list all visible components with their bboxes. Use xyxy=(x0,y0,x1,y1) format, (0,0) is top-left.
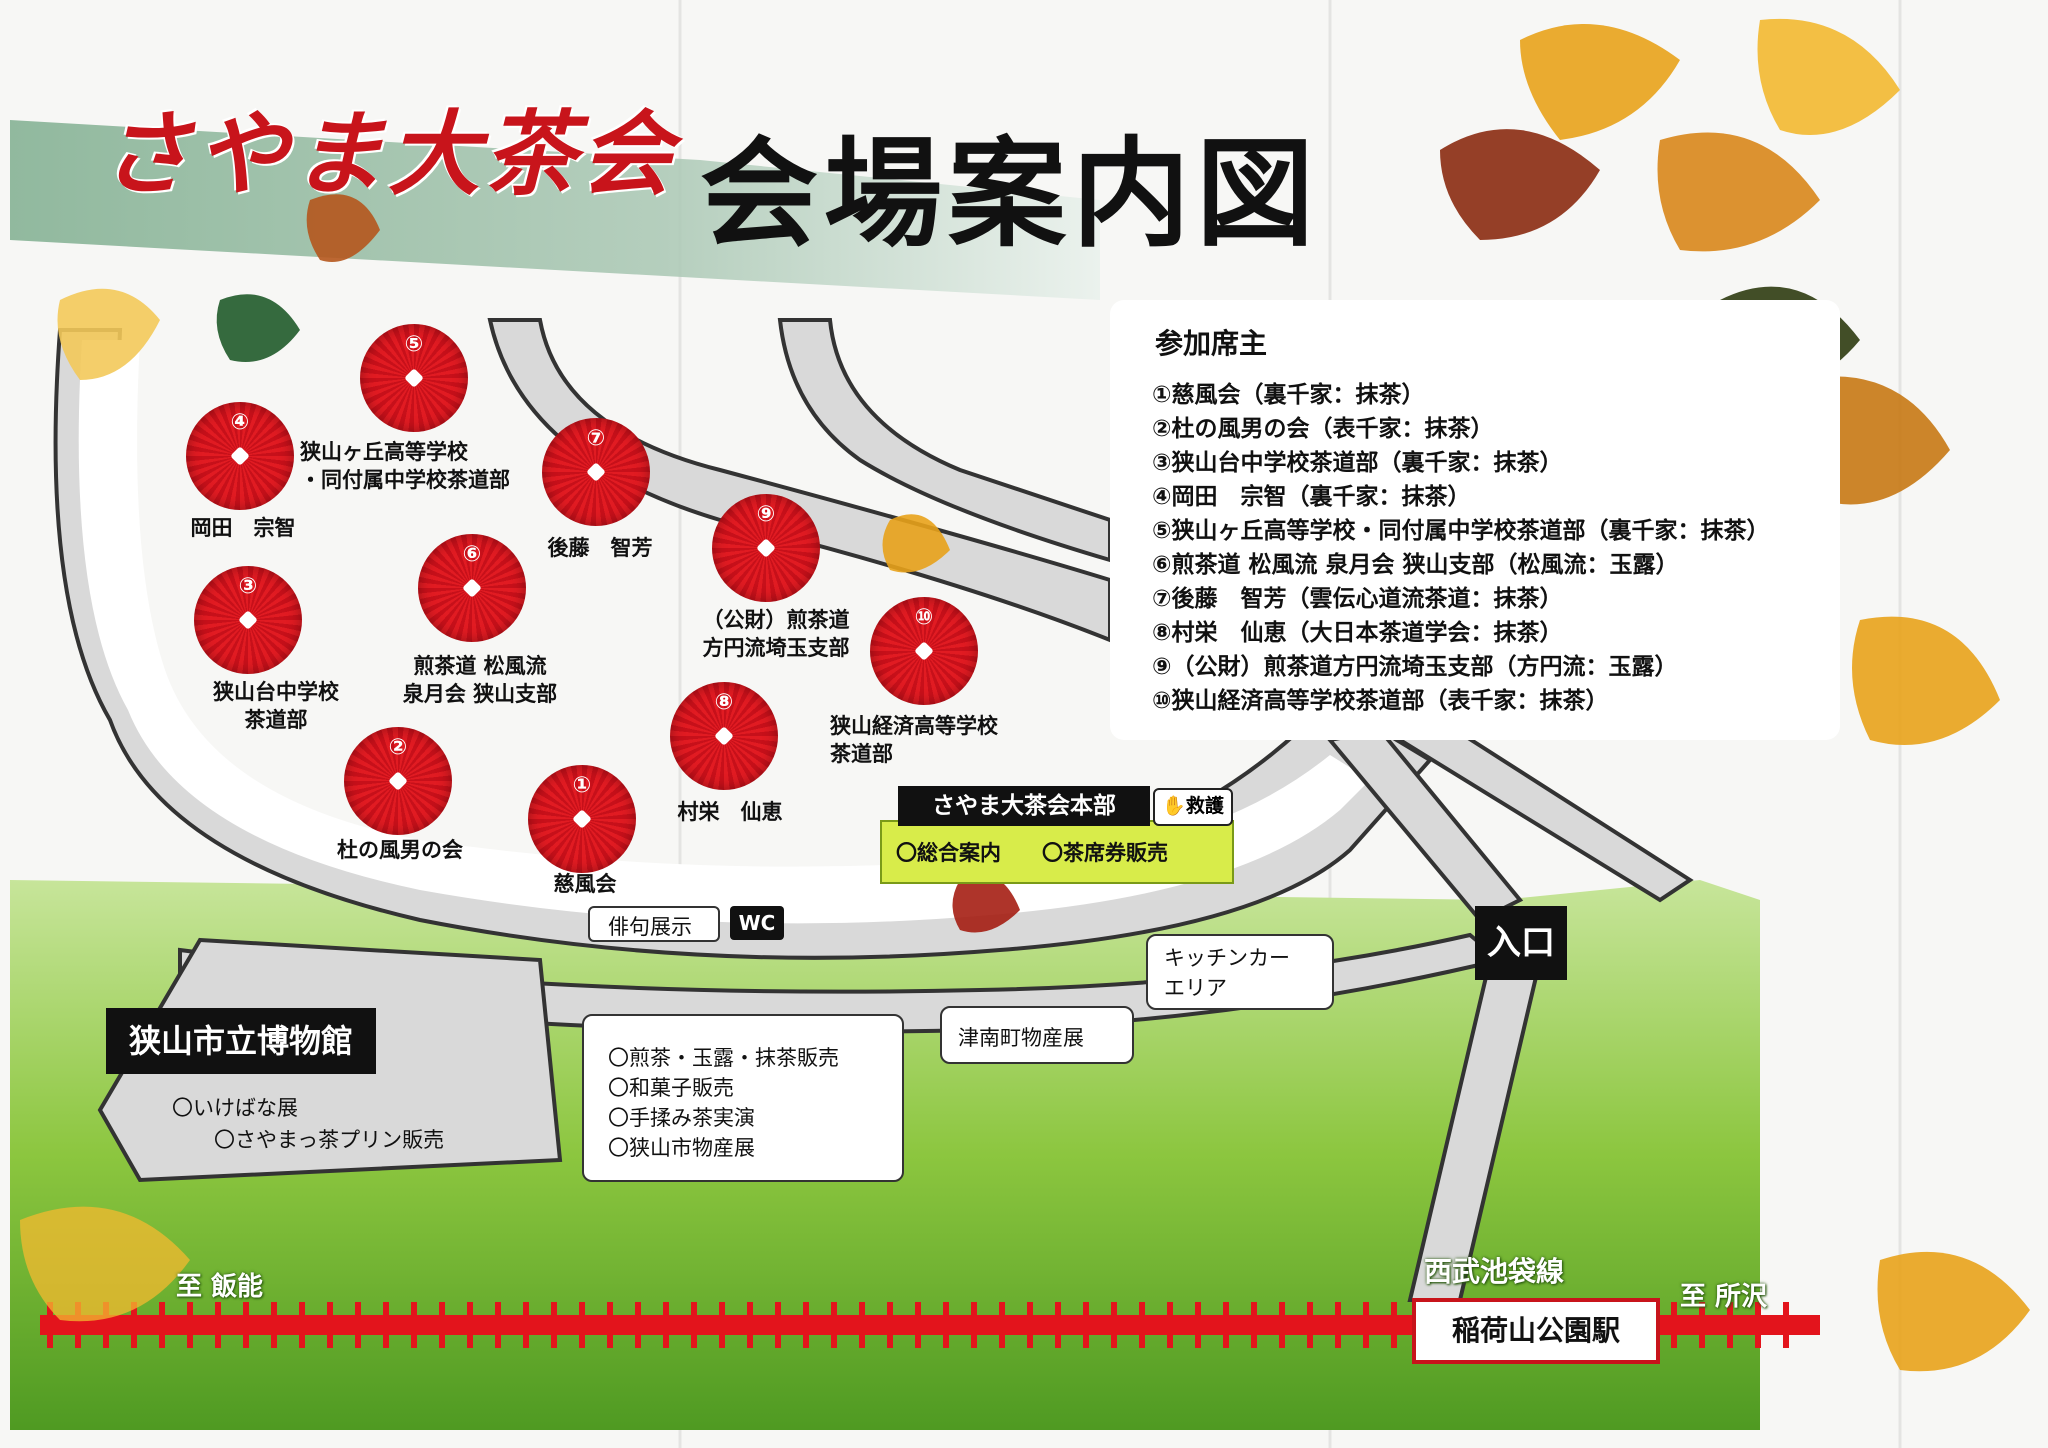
haiku-exhibit-box[interactable]: 俳句展示 xyxy=(588,906,720,942)
host-label-line: 茶道部 xyxy=(830,742,893,766)
station-sign[interactable]: 稲荷山公園駅 xyxy=(1412,1298,1660,1364)
host-item: ⑤狭山ヶ丘高等学校・同付属中学校茶道部（裏千家：抹茶） xyxy=(1152,518,1770,544)
parasol-4[interactable]: ④ xyxy=(186,402,294,510)
parasol-number: ⑨ xyxy=(756,502,776,527)
kitchen-car-box[interactable]: キッチンカー エリア xyxy=(1146,934,1334,1010)
parasol-number: ② xyxy=(388,735,408,760)
parasol-8[interactable]: ⑧ xyxy=(670,682,778,790)
wc-icon[interactable]: WC xyxy=(730,906,784,940)
parasol-hub-icon xyxy=(714,726,734,746)
parasol-hub-icon xyxy=(756,538,776,558)
parasol-hub-icon xyxy=(388,771,408,791)
parasol-number: ⑩ xyxy=(914,605,934,630)
host-item: ⑨（公財）煎茶道方円流埼玉支部（方円流：玉露） xyxy=(1152,654,1678,680)
host-label-4: 岡田 宗智 xyxy=(168,514,318,542)
host-label-10: 狭山経済高等学校茶道部 xyxy=(830,712,998,768)
parasol-5[interactable]: ⑤ xyxy=(360,324,468,432)
hosts-heading: 参加席主 xyxy=(1155,327,1268,360)
parasol-hub-icon xyxy=(404,368,424,388)
event-title: さやま大茶会 xyxy=(100,100,677,208)
host-label-1: 慈風会 xyxy=(520,870,650,898)
host-label-line: 狭山台中学校 xyxy=(213,680,339,704)
railway-line-name: 西武池袋線 xyxy=(1424,1255,1565,1288)
tsunan-booth-label: 津南町物産展 xyxy=(958,1026,1084,1050)
parasol-hub-icon xyxy=(586,462,606,482)
host-label-line: 狭山経済高等学校 xyxy=(830,714,998,738)
host-label-6: 煎茶道 松風流泉月会 狭山支部 xyxy=(380,652,580,708)
parasol-10[interactable]: ⑩ xyxy=(870,597,978,705)
headquarters-title: さやま大茶会本部 xyxy=(898,786,1150,826)
parasol-9[interactable]: ⑨ xyxy=(712,494,820,602)
parasol-number: ① xyxy=(572,773,592,798)
parasol-number: ⑤ xyxy=(404,332,424,357)
host-item: ①慈風会（裏千家：抹茶） xyxy=(1152,382,1425,408)
parasol-7[interactable]: ⑦ xyxy=(542,418,650,526)
host-item: ⑩狭山経済高等学校茶道部（表千家：抹茶） xyxy=(1152,688,1609,714)
sales-item: 〇和菓子販売 xyxy=(608,1076,734,1100)
parasol-1[interactable]: ① xyxy=(528,765,636,873)
host-item: ⑦後藤 智芳（雲伝心道流茶道：抹茶） xyxy=(1152,586,1563,612)
parasol-number: ⑥ xyxy=(462,542,482,567)
host-label-5: 狭山ヶ丘高等学校・同付属中学校茶道部 xyxy=(300,438,510,494)
host-label-line: ・同付属中学校茶道部 xyxy=(300,468,510,492)
parasol-2[interactable]: ② xyxy=(344,727,452,835)
general-info-label: 〇総合案内 xyxy=(896,841,1001,865)
parasol-3[interactable]: ③ xyxy=(194,566,302,674)
host-item: ②杜の風男の会（表千家：抹茶） xyxy=(1152,416,1494,442)
map-title: 会場案内図 xyxy=(700,125,1321,263)
host-label-7: 後藤 智芳 xyxy=(520,534,680,562)
parasol-6[interactable]: ⑥ xyxy=(418,534,526,642)
host-label-9: （公財）煎茶道方円流埼玉支部 xyxy=(676,606,876,662)
haiku-exhibit-label: 俳句展示 xyxy=(608,915,692,939)
museum-item: 〇いけばな展 xyxy=(172,1096,298,1120)
host-item: ⑥煎茶道 松風流 泉月会 狭山支部（松風流：玉露） xyxy=(1152,552,1679,578)
direction-hanno: 至 飯能 xyxy=(176,1272,264,1302)
kitchen-car-label: キッチンカー xyxy=(1164,946,1290,970)
parasol-hub-icon xyxy=(572,809,592,829)
host-item: ④岡田 宗智（裏千家：抹茶） xyxy=(1152,484,1471,510)
host-label-2: 杜の風男の会 xyxy=(310,836,490,864)
host-label-line: 茶道部 xyxy=(244,708,308,732)
parasol-number: ⑧ xyxy=(714,690,734,715)
sales-item: 〇煎茶・玉露・抹茶販売 xyxy=(608,1046,839,1070)
host-label-line: 方円流埼玉支部 xyxy=(702,636,850,660)
host-label-line: 泉月会 狭山支部 xyxy=(402,682,558,706)
parasol-number: ④ xyxy=(230,410,250,435)
hosts-panel: 参加席主 ①慈風会（裏千家：抹茶） ②杜の風男の会（表千家：抹茶） ③狭山台中学… xyxy=(1110,300,1840,740)
direction-tokorozawa: 至 所沢 xyxy=(1680,1282,1768,1312)
tsunan-booth-box[interactable]: 津南町物産展 xyxy=(940,1006,1134,1064)
kitchen-car-label: エリア xyxy=(1164,976,1227,1000)
entrance-sign[interactable]: 入口 xyxy=(1475,906,1567,980)
parasol-hub-icon xyxy=(238,610,258,630)
sales-box[interactable]: 〇煎茶・玉露・抹茶販売 〇和菓子販売 〇手揉み茶実演 〇狭山市物産展 xyxy=(582,1014,904,1182)
host-label-line: 後藤 智芳 xyxy=(547,536,653,560)
host-item: ⑧村栄 仙恵（大日本茶道学会：抹茶） xyxy=(1152,620,1563,646)
museum-item: 〇さやまっ茶プリン販売 xyxy=(214,1128,445,1152)
first-aid-badge[interactable]: ✋救護 xyxy=(1153,788,1233,826)
host-label-line: 煎茶道 松風流 xyxy=(413,654,547,678)
parasol-hub-icon xyxy=(914,641,934,661)
host-label-line: 狭山ヶ丘高等学校 xyxy=(300,440,468,464)
hosts-list: ①慈風会（裏千家：抹茶） ②杜の風男の会（表千家：抹茶） ③狭山台中学校茶道部（… xyxy=(1152,378,1769,718)
headquarters-area[interactable]: 〇総合案内 〇茶席券販売 xyxy=(880,820,1234,884)
host-label-3: 狭山台中学校茶道部 xyxy=(186,678,366,734)
parasol-hub-icon xyxy=(462,578,482,598)
sales-item: 〇手揉み茶実演 xyxy=(608,1106,755,1130)
parasol-number: ③ xyxy=(238,574,258,599)
host-label-line: 岡田 宗智 xyxy=(190,516,296,540)
parasol-hub-icon xyxy=(230,446,250,466)
ticket-sales-label: 〇茶席券販売 xyxy=(1042,841,1168,865)
host-label-line: 慈風会 xyxy=(553,872,617,896)
host-label-line: 村栄 仙恵 xyxy=(677,800,783,824)
host-label-8: 村栄 仙恵 xyxy=(650,798,810,826)
first-aid-label: 救護 xyxy=(1185,795,1224,817)
host-label-line: （公財）煎茶道 xyxy=(702,608,850,632)
host-label-line: 杜の風男の会 xyxy=(337,838,463,862)
sales-item: 〇狭山市物産展 xyxy=(608,1136,755,1160)
museum-title[interactable]: 狭山市立博物館 xyxy=(106,1008,376,1074)
hand-icon: ✋ xyxy=(1162,795,1186,817)
host-item: ③狭山台中学校茶道部（裏千家：抹茶） xyxy=(1152,450,1563,476)
parasol-number: ⑦ xyxy=(586,426,606,451)
